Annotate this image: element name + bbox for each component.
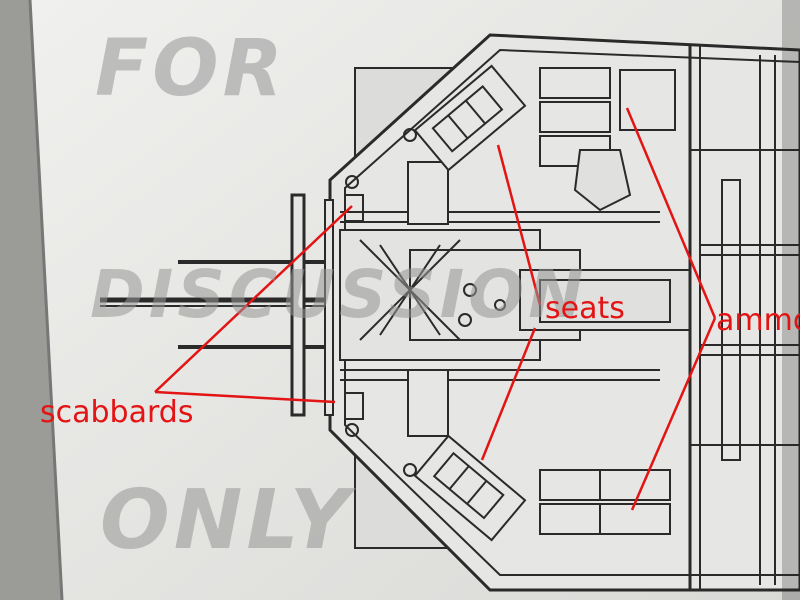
watermark-for: FOR: [95, 24, 287, 114]
callout-lines: [154, 107, 717, 511]
bottom-seat: [413, 434, 527, 542]
right-edge-shadow: [782, 0, 800, 600]
page-fold-shadow: [28, 0, 64, 600]
seats-label: seats: [545, 291, 625, 326]
top-seat: [413, 64, 527, 172]
ammo-label: ammo: [716, 303, 800, 338]
watermark-discussion: DISCUSSION: [90, 256, 588, 333]
vehicle-plan-drawing: [100, 33, 800, 592]
watermark-only: ONLY: [100, 473, 354, 568]
scabbards-label: scabbards: [40, 395, 194, 430]
